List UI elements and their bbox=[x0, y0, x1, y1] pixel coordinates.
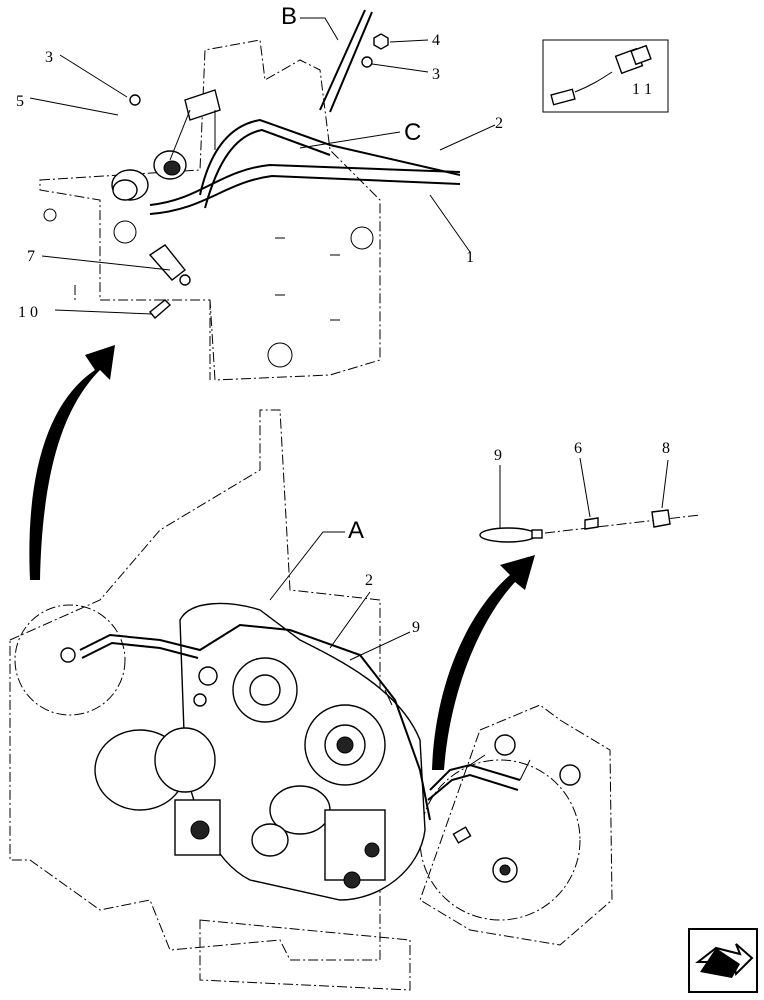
callout-2-main: 2 bbox=[365, 572, 373, 589]
connector-inset: 1 1 bbox=[542, 39, 669, 113]
callout-1: 1 bbox=[466, 249, 474, 266]
hose-fitting bbox=[111, 150, 187, 201]
callout-3-left: 3 bbox=[45, 49, 53, 66]
callout-9-main: 9 bbox=[412, 619, 420, 636]
callout-11: 1 1 bbox=[632, 81, 652, 98]
pump-left bbox=[94, 727, 221, 856]
callout-6: 6 bbox=[574, 440, 582, 457]
callout-3-right: 3 bbox=[432, 66, 440, 83]
callout-4: 4 bbox=[432, 32, 440, 49]
view-letter-b: B bbox=[281, 3, 297, 30]
main-assembly-view: A 2 9 bbox=[9, 409, 613, 991]
clamp-item-7 bbox=[148, 244, 191, 286]
tie-detail: 9 6 8 bbox=[479, 440, 701, 543]
callout-7: 7 bbox=[27, 248, 35, 265]
top-detail-view: 3 5 7 1 0 4 3 2 1 B C bbox=[16, 3, 503, 381]
view-letter-a: A bbox=[348, 517, 364, 544]
callout-2-top: 2 bbox=[495, 115, 503, 132]
view-letter-c: C bbox=[404, 119, 421, 146]
callout-10: 1 0 bbox=[18, 304, 38, 321]
next-page-arrow-icon[interactable] bbox=[688, 928, 758, 993]
left-curved-arrow bbox=[29, 345, 116, 580]
pump-right bbox=[251, 785, 386, 889]
callout-8: 8 bbox=[662, 440, 670, 457]
callout-5: 5 bbox=[16, 93, 24, 110]
callout-9-detail: 9 bbox=[494, 447, 502, 464]
right-curved-arrow bbox=[432, 555, 535, 770]
